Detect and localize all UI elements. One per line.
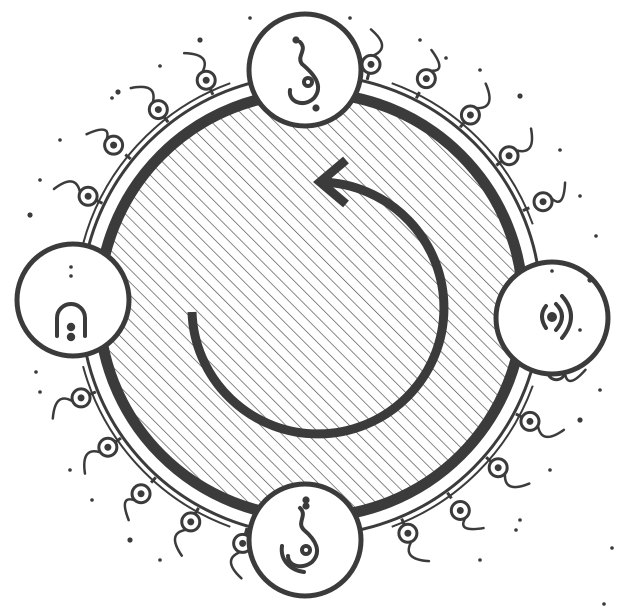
decor-dot <box>239 540 246 547</box>
decor-swirl <box>184 53 205 72</box>
speckle-dot <box>38 390 42 394</box>
decor-connector <box>245 528 247 535</box>
decor-swirl <box>505 474 529 487</box>
speckle-dot <box>27 212 32 217</box>
decor-dot <box>110 142 117 149</box>
decor-dot <box>104 444 111 451</box>
decor-swirl <box>131 87 154 103</box>
decor-swirl <box>54 181 80 192</box>
decor-dot <box>506 152 513 159</box>
speckle-dot <box>578 328 582 332</box>
decor-dot <box>187 518 194 525</box>
decor-dot <box>457 507 464 514</box>
speckle-dot <box>58 138 62 142</box>
speckle-dot <box>127 537 132 542</box>
decor-swirl <box>87 130 108 140</box>
speckle-dot <box>90 498 94 502</box>
speckle-dot <box>418 38 422 42</box>
decor-dot <box>540 198 547 205</box>
speckle-dot <box>587 277 592 282</box>
speckle-dot <box>444 56 448 60</box>
speckle-dot <box>578 194 582 198</box>
speckle-dot <box>110 96 114 100</box>
speckle-dot <box>594 234 598 238</box>
speckle-dot <box>558 148 562 152</box>
decor-dot <box>367 61 374 68</box>
decor-swirl <box>463 518 483 529</box>
decor-swirl <box>409 542 429 562</box>
speckle-dot <box>478 68 482 72</box>
node-left <box>17 244 129 356</box>
speckle-dot <box>38 178 42 182</box>
decor-swirl <box>371 29 382 55</box>
decor-swirl <box>53 398 73 418</box>
decor-dot <box>526 418 533 425</box>
decor-swirl <box>476 84 489 109</box>
hatched-disc <box>99 93 523 517</box>
decor-dot <box>495 464 502 471</box>
decor-dot <box>85 193 92 200</box>
decor-dot <box>404 530 411 537</box>
decor-swirl <box>231 552 241 578</box>
decor-dot <box>78 394 85 401</box>
decor-swirl <box>430 50 439 71</box>
decor-dot <box>155 106 162 113</box>
node-top <box>249 14 361 126</box>
node-top-circle <box>249 14 361 126</box>
speckle-dot <box>602 602 606 606</box>
decor-swirl <box>84 451 100 473</box>
speckle-dot <box>478 558 482 562</box>
decor-dot <box>423 75 430 82</box>
speckle-dot <box>517 93 522 98</box>
decor-connector <box>367 73 369 80</box>
decor-swirl <box>175 530 186 556</box>
decor-dot <box>138 490 145 497</box>
speckle-dot <box>158 64 162 68</box>
decor-swirl <box>538 426 564 437</box>
speckle-dot <box>577 417 582 422</box>
decor-dot <box>203 77 210 84</box>
speckle-dot <box>548 468 552 472</box>
speckle-dot <box>197 37 202 42</box>
speckle-dot <box>158 558 162 562</box>
speckle-dot <box>348 16 352 20</box>
speckle-dot <box>248 16 252 20</box>
speckle-dot <box>34 370 38 374</box>
decor-swirl <box>516 129 532 152</box>
decor-swirl <box>551 183 565 202</box>
speckle-dot <box>598 388 602 392</box>
speckle-dot <box>518 518 522 522</box>
speckle-dot <box>115 89 120 94</box>
node-bottom <box>249 484 361 596</box>
decor-dot <box>467 112 474 119</box>
decor-swirl <box>125 499 135 520</box>
speckle-dot <box>610 546 614 550</box>
speckle-dot <box>514 528 518 532</box>
speckle-dot <box>68 468 72 472</box>
